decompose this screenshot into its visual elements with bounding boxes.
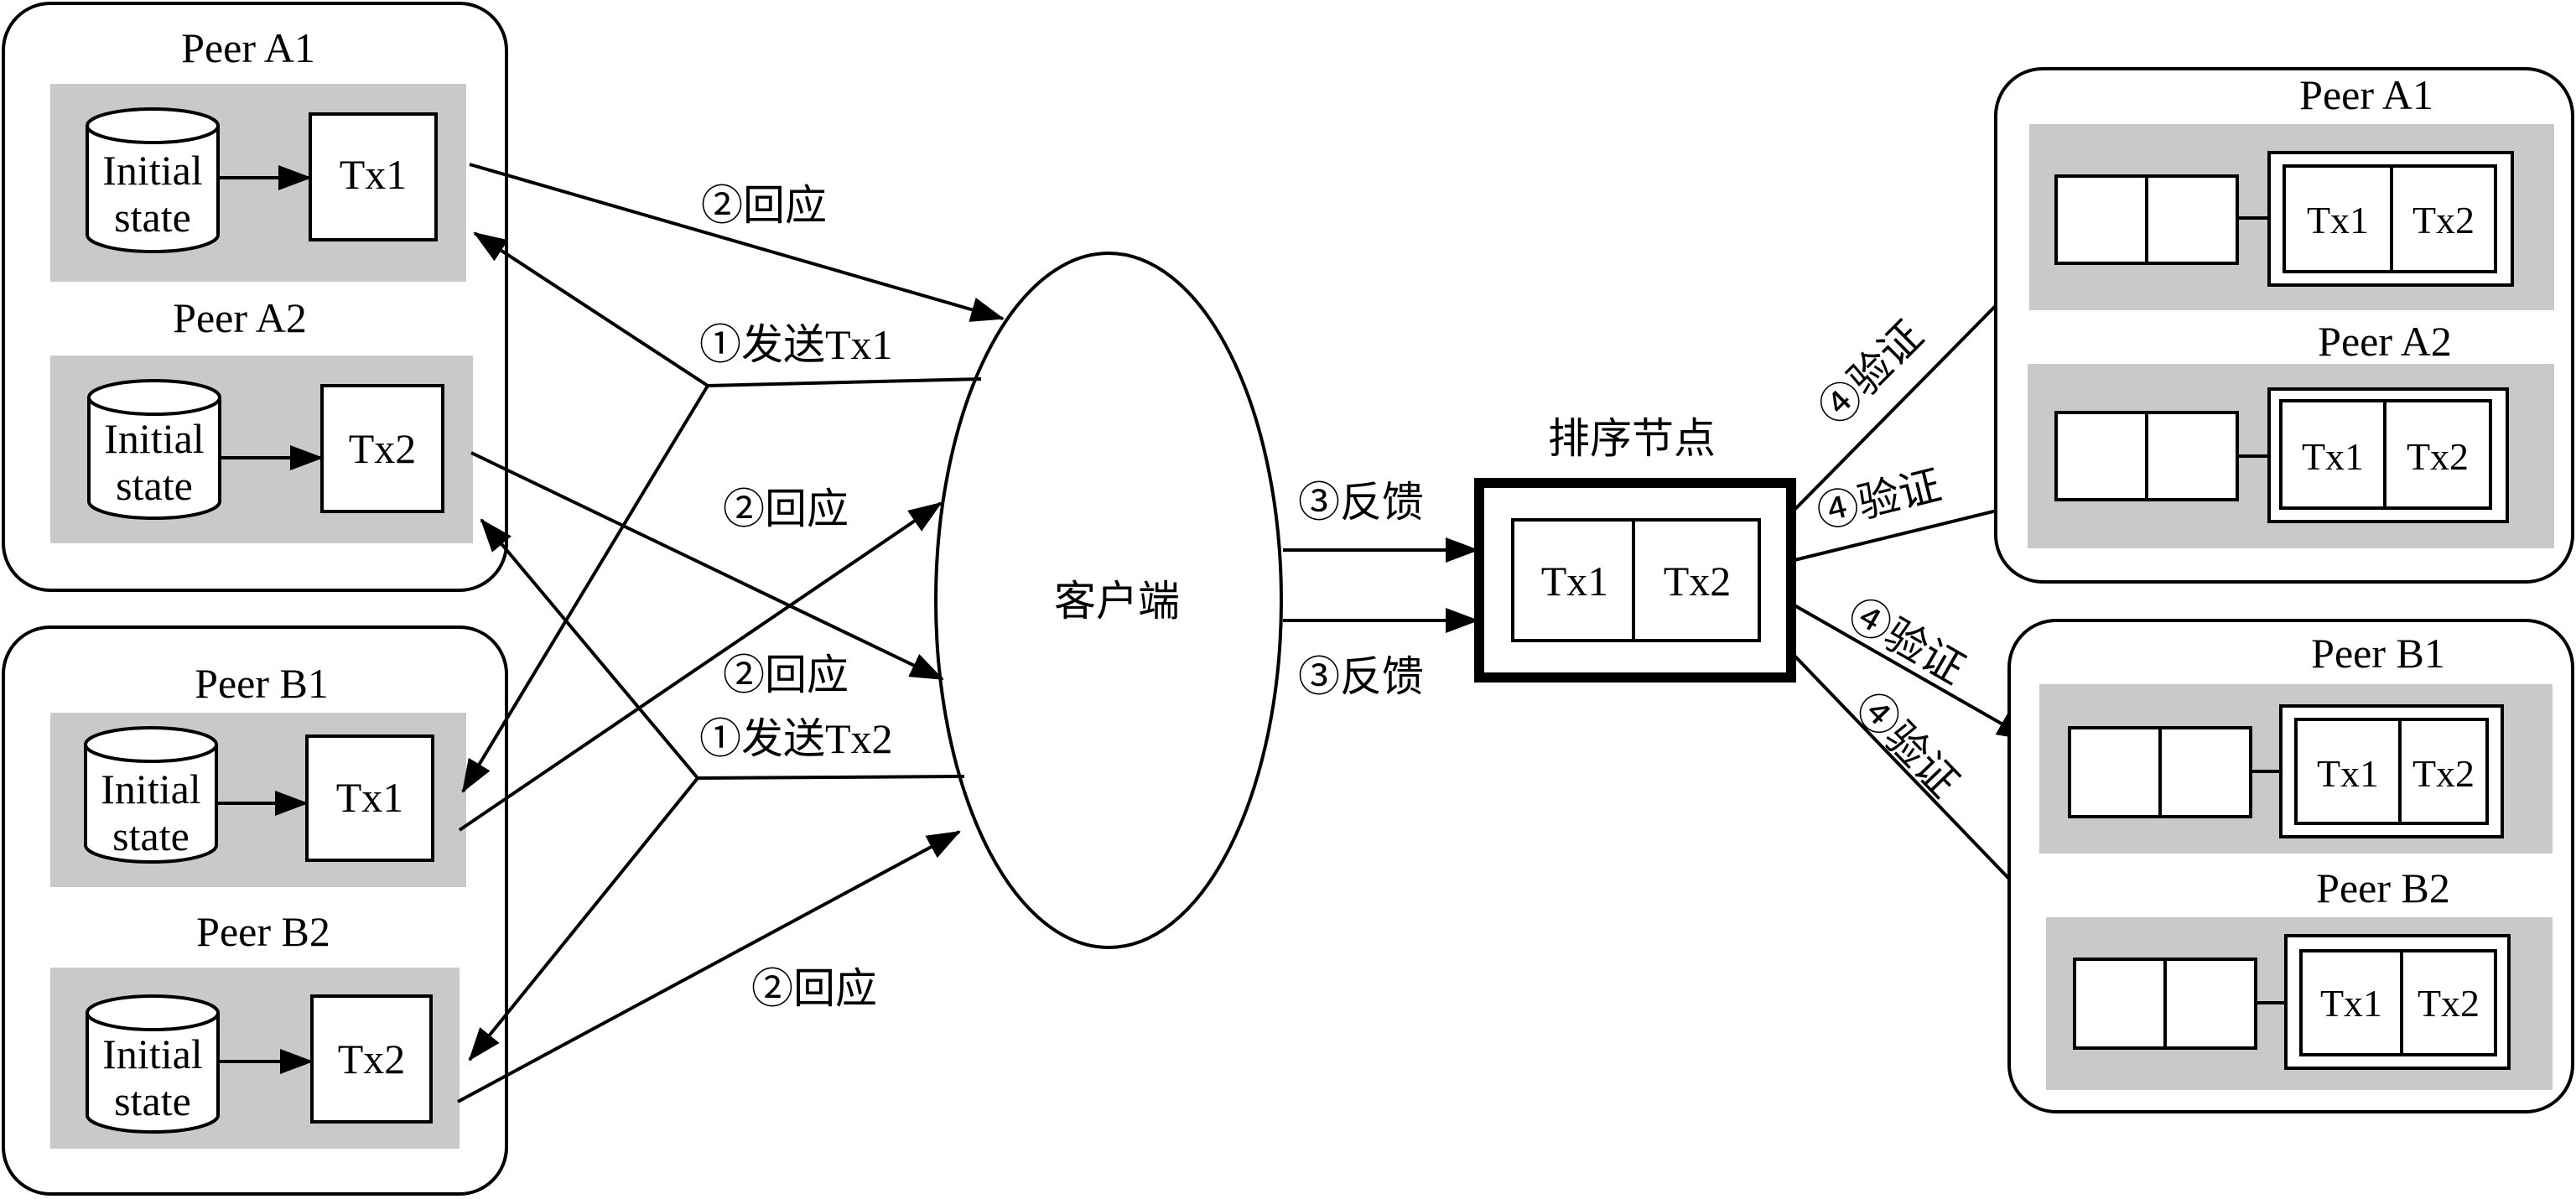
tx2-label: Tx2	[2418, 982, 2480, 1025]
feedback-label-1: ③反馈	[1298, 479, 1424, 526]
left-peer-a1: Peer A1 Initial state Tx1	[50, 24, 466, 282]
tx-box	[320, 384, 444, 513]
tx2-label: Tx2	[2407, 435, 2469, 478]
ledger-block-1	[2073, 958, 2167, 1050]
database-icon	[86, 994, 220, 1134]
ledger-block-2	[2145, 411, 2239, 501]
tx1-label: Tx1	[2307, 199, 2369, 241]
send-tx2-to-a2-arrow	[480, 518, 699, 780]
peer-name: Peer B1	[2311, 630, 2445, 677]
right-peer-b1: Peer B1 Tx1 Tx2	[2039, 630, 2553, 854]
send-tx2-trunk	[697, 775, 965, 780]
send-tx1-to-a1-arrow	[473, 231, 709, 387]
db-label-line2: state	[114, 1077, 191, 1124]
send-tx2-to-b2-arrow	[468, 776, 699, 1061]
verify-b1-label: ④验证	[1841, 589, 1973, 693]
tx-label: Tx2	[338, 1036, 406, 1082]
tx-label: Tx1	[340, 151, 408, 198]
db-label-line1: Initial	[102, 1030, 202, 1077]
right-peer-a1: Peer A1 Tx1 Tx2	[2029, 71, 2554, 310]
verify-b2-label: ④验证	[1846, 683, 1967, 807]
peer-name: Peer A2	[2318, 318, 2452, 365]
right-peer-b2: Peer B2 Tx1 Tx2	[2046, 864, 2553, 1090]
db-label-line1: Initial	[102, 147, 202, 194]
tx2-label: Tx2	[2412, 199, 2475, 241]
orderer-title: 排序节点	[1548, 415, 1716, 462]
client-label: 客户端	[1054, 578, 1180, 625]
new-block-tx1	[2279, 399, 2386, 510]
new-block-tx2	[2398, 718, 2489, 825]
ledger-block-1	[2068, 726, 2162, 818]
database-icon	[87, 379, 221, 520]
peer-name: Peer B1	[195, 660, 329, 707]
tx-label: Tx2	[349, 425, 417, 472]
respond-b2-arrow	[457, 830, 961, 1103]
ledger-block-1	[2054, 174, 2148, 265]
right-peer-a2: Peer A2 Tx1 Tx2	[2028, 318, 2554, 548]
peer-name: Peer B2	[196, 908, 330, 955]
tx1-label: Tx1	[2317, 752, 2379, 795]
db-label-line2: state	[116, 462, 193, 509]
new-block-tx2	[2383, 399, 2492, 510]
tx2-label: Tx2	[2412, 752, 2475, 795]
orderer-tx1-label: Tx1	[1541, 558, 1609, 605]
peer-name: Peer B2	[2316, 864, 2450, 911]
respond-b1-label: ②回应	[723, 485, 849, 532]
tx-box	[309, 112, 438, 241]
respond-b2-label: ②回应	[751, 965, 877, 1012]
db-label-line2: state	[112, 812, 190, 859]
send-tx1-trunk	[707, 377, 982, 387]
verify-a1-arrow	[1793, 270, 2031, 511]
send-tx1-to-b1-arrow	[461, 384, 709, 793]
verify-a1-label: ④验证	[1810, 312, 1932, 434]
peer-name: Peer A1	[181, 24, 315, 71]
left-peer-b2: Peer B2 Initial state Tx2	[50, 908, 460, 1149]
left-peer-a2: Peer A2 Initial state Tx2	[50, 294, 473, 543]
new-block-tx1	[2283, 164, 2393, 273]
database-icon	[86, 107, 220, 253]
send-tx2-label: ①发送Tx2	[699, 715, 893, 762]
db-label-line2: state	[114, 194, 191, 241]
ledger-block-2	[2145, 174, 2239, 265]
respond-a2-arrow	[470, 451, 944, 681]
orderer-tx2-label: Tx2	[1664, 558, 1732, 605]
client-ellipse	[934, 252, 1283, 949]
new-block-tx2	[2400, 949, 2497, 1056]
new-block-tx2	[2390, 164, 2497, 273]
db-label-line1: Initial	[101, 766, 200, 812]
new-block-tx1	[2299, 949, 2403, 1056]
ledger-block-1	[2054, 411, 2148, 501]
orderer-tx2-box	[1632, 518, 1761, 642]
respond-a1-label: ②回应	[701, 182, 827, 229]
respond-b1-arrow	[458, 501, 943, 832]
orderer-tx1-box	[1511, 518, 1635, 642]
send-tx1-label: ①发送Tx1	[699, 321, 893, 368]
ledger-block-2	[2163, 958, 2257, 1050]
verify-b1-arrow	[1794, 604, 2031, 741]
tx-box	[305, 734, 434, 862]
ledger-block-2	[2158, 726, 2252, 818]
respond-a1-arrow	[469, 163, 1005, 322]
tx1-label: Tx1	[2320, 982, 2382, 1025]
verify-b2-arrow	[1793, 654, 2049, 921]
respond-a2-label: ②回应	[723, 651, 849, 698]
left-peer-b1: Peer B1 Initial state Tx1	[50, 660, 466, 887]
feedback-label-2: ③反馈	[1298, 653, 1424, 700]
peer-name: Peer A1	[2299, 71, 2433, 118]
tx-label: Tx1	[336, 774, 404, 821]
tx1-label: Tx1	[2302, 435, 2364, 478]
db-label-line1: Initial	[104, 415, 204, 462]
database-icon	[84, 726, 218, 864]
peer-name: Peer A2	[173, 294, 307, 341]
tx-box	[310, 994, 433, 1124]
new-block-tx1	[2294, 718, 2402, 825]
